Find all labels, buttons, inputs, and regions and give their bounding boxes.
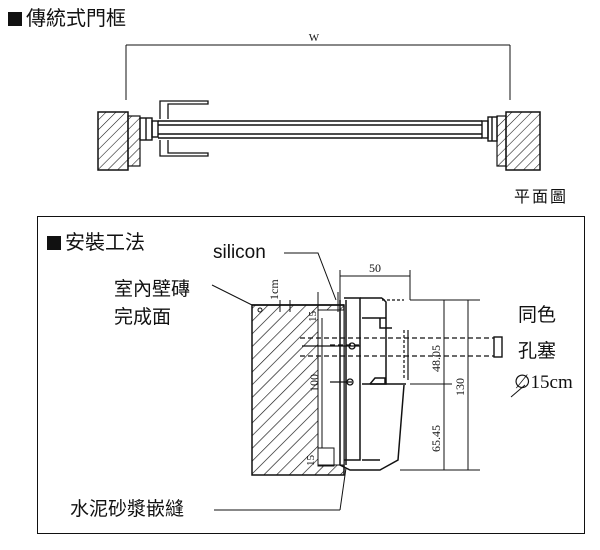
top-title: 傳統式門框 bbox=[8, 6, 126, 30]
detail-title: 安裝工法 bbox=[47, 230, 145, 254]
dim-100-label: 100 bbox=[307, 374, 321, 392]
dim-65-45-label: 65.45 bbox=[429, 425, 443, 452]
left-frame-trim bbox=[127, 115, 141, 167]
dim-48-05-label: 48.05 bbox=[429, 345, 443, 372]
dim-15-top-label: 15 bbox=[307, 311, 319, 323]
dim-130-label: 130 bbox=[453, 378, 467, 396]
plug-label-line3: ∅15cm bbox=[514, 372, 573, 393]
bullet-square-icon bbox=[8, 12, 22, 26]
dim-15-bottom-label: 15 bbox=[305, 455, 317, 467]
wall-finish-label-line1: 室內壁磚 bbox=[114, 278, 191, 300]
width-dimension bbox=[125, 44, 511, 100]
door-leaf bbox=[158, 120, 482, 139]
plug-label-line2: 孔塞 bbox=[518, 340, 557, 362]
width-label: W bbox=[309, 32, 320, 44]
plug-label-line1: 同色 bbox=[518, 304, 557, 326]
mortar-label: 水泥砂漿嵌縫 bbox=[70, 498, 185, 520]
dim-50 bbox=[339, 270, 411, 300]
silicon-label: silicon bbox=[213, 242, 266, 263]
frame-profile bbox=[339, 297, 406, 471]
door-handle bbox=[159, 100, 209, 157]
dim-15-bottom bbox=[317, 447, 335, 467]
plan-caption: 平面圖 bbox=[514, 187, 569, 206]
detail-panel bbox=[37, 216, 585, 534]
dim-top-offsets bbox=[279, 292, 339, 312]
left-door-frame bbox=[139, 117, 159, 141]
anchor-screws bbox=[302, 342, 360, 386]
bullet-square-icon bbox=[47, 236, 61, 250]
wall-finish-label-line2: 完成面 bbox=[114, 306, 172, 328]
plan-view-drawing: W bbox=[97, 32, 541, 171]
dim-50-label: 50 bbox=[369, 261, 381, 275]
hole-plug bbox=[493, 336, 503, 358]
silicon-leader bbox=[284, 252, 337, 301]
mortar-leader bbox=[339, 467, 347, 511]
wall-finish-leader bbox=[211, 284, 253, 306]
dim-vertical-right bbox=[400, 299, 480, 471]
right-wall bbox=[505, 111, 541, 171]
dim-1cm-label: 1cm bbox=[267, 279, 281, 300]
